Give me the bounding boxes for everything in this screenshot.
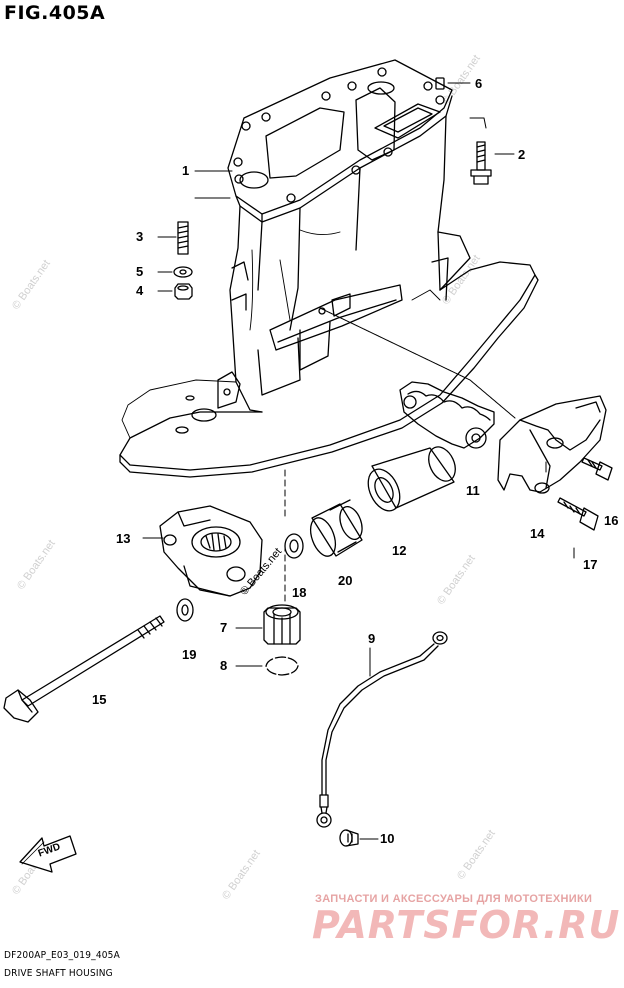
- part-10-screw: [339, 829, 359, 847]
- footer-caption: DRIVE SHAFT HOUSING: [4, 968, 113, 979]
- part-5-washer: [173, 266, 193, 278]
- callout-5: 5: [136, 264, 144, 279]
- callout-2: 2: [518, 147, 526, 162]
- footer-code: DF200AP_E03_019_405A: [4, 950, 120, 961]
- figure-title: FIG.405A: [4, 2, 106, 24]
- leader-lines: [142, 82, 575, 840]
- callout-3: 3: [136, 229, 144, 244]
- part-2-bolt: [470, 141, 492, 185]
- part-19-washer: [176, 598, 194, 622]
- callout-17: 17: [583, 557, 598, 572]
- callout-12: 12: [392, 543, 407, 558]
- part-9-ground-cable: [316, 631, 448, 828]
- part-12-bush: [367, 446, 456, 512]
- callout-1: 1: [182, 163, 190, 178]
- callout-16: 16: [604, 513, 619, 528]
- part-17-bolt: [557, 497, 599, 531]
- callout-6: 6: [475, 76, 483, 91]
- part-4-nut: [174, 283, 193, 300]
- part-11-seal: [399, 381, 495, 449]
- part-14-bracket: [497, 395, 607, 494]
- part-3-stud: [177, 221, 189, 255]
- part-7-nut: [263, 604, 301, 645]
- part-8-clip: [265, 656, 299, 676]
- callout-14: 14: [530, 526, 545, 541]
- callout-7: 7: [220, 620, 228, 635]
- callout-10: 10: [380, 831, 395, 846]
- callout-15: 15: [92, 692, 107, 707]
- callout-9: 9: [368, 631, 376, 646]
- callout-20: 20: [338, 573, 353, 588]
- part-15-long-bolt: [3, 615, 165, 723]
- callout-19: 19: [182, 647, 197, 662]
- callout-13: 13: [116, 531, 131, 546]
- callout-8: 8: [220, 658, 228, 673]
- promo-tagline: ЗАПЧАСТИ И АКСЕССУАРЫ ДЛЯ МОТОТЕХНИКИ: [315, 893, 593, 905]
- fwd-arrow-icon: [19, 835, 77, 873]
- part-20-spacer: [309, 499, 363, 557]
- drive-shaft-housing: [119, 59, 539, 478]
- part-13-block: [159, 505, 263, 597]
- part-16-bolt: [581, 457, 613, 481]
- part-18-washer: [284, 533, 304, 559]
- callout-18: 18: [292, 585, 307, 600]
- promo-brand: PARTSFOR.RU: [312, 903, 621, 947]
- part-6-dowel-pin: [435, 77, 445, 90]
- callout-11: 11: [466, 483, 480, 498]
- callout-4: 4: [136, 283, 144, 298]
